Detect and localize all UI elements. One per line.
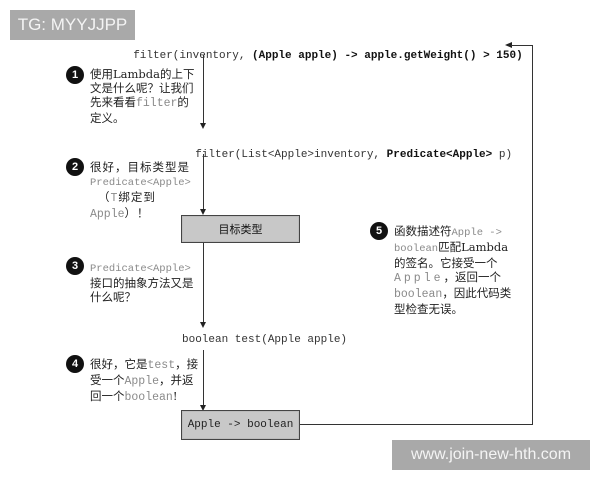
filter-call-prefix: filter(inventory, [133,50,253,62]
lambda-expression: (Apple apple) -> apple.getWeight() > 150 [252,50,517,62]
flow-line-2 [203,154,204,209]
arrow-down-icon [200,405,206,411]
step-1-badge: 1 [66,66,84,84]
watermark-top-left: TG: MYYJJPP [10,10,135,40]
arrow-left-icon [505,42,512,48]
filter-call-line: filter(inventory, (Apple apple) -> apple… [120,38,523,62]
feedback-line-bottom [300,424,533,425]
step-1-note: 使用Lambda的上下文是什么呢？让我们先来看看filter的定义。 [90,67,195,125]
function-descriptor-box: Apple -> boolean [181,410,300,440]
step-4-note: 很好，它是test，接受一个Apple，并返回一个boolean! [90,357,199,404]
step-3-note: Predicate<Apple> 接口的抽象方法又是什么呢？ [90,263,194,304]
step-2-badge: 2 [66,158,84,176]
flow-line-4 [203,350,204,406]
step-5-note: 函数描述符Apple -> boolean匹配Lambda的签名。它接受一个Ap… [394,224,512,316]
feedback-line-right [532,45,533,424]
filter-signature-line: filter(List<Apple>inventory, Predicate<A… [195,149,513,161]
step-2-note: 很好，目标类型是 Predicate<Apple> （T绑定到Apple）！ [90,160,191,221]
watermark-bottom-right: www.join-new-hth.com [392,440,590,470]
target-type-box: 目标类型 [181,215,300,243]
predicate-type: Predicate<Apple> [386,149,493,161]
step-3-badge: 3 [66,257,84,275]
filter-call-suffix: ) [516,50,523,62]
flow-line-1 [203,55,204,123]
function-descriptor-label: Apple -> boolean [187,419,294,431]
step-4-badge: 4 [66,355,84,373]
feedback-line-top [511,45,532,46]
arrow-down-icon [200,209,206,215]
arrow-down-icon [200,322,206,328]
target-type-label: 目标类型 [218,223,263,236]
step-5-badge: 5 [370,222,388,240]
test-method-line: boolean test(Apple apple) [182,334,348,346]
flow-line-3 [203,243,204,323]
arrow-down-icon [200,123,206,129]
